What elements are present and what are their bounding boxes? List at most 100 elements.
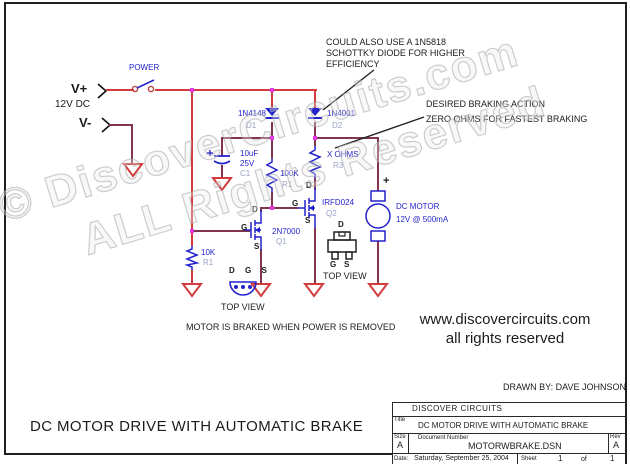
c1-ref: C1 xyxy=(240,169,251,178)
dpak-package-icon xyxy=(327,231,357,260)
wire-segment xyxy=(377,240,379,283)
wire-segment xyxy=(314,90,316,108)
schottky-note-line1: COULD ALSO USE A 1N5818 xyxy=(326,37,447,47)
ground-symbol xyxy=(303,283,325,298)
titleblock-line xyxy=(408,433,409,453)
dc-motor-icon xyxy=(365,190,391,242)
junction-dot xyxy=(190,229,194,233)
to92-caption: TOP VIEW xyxy=(221,302,265,312)
dpak-caption: TOP VIEW xyxy=(323,271,367,281)
titleblock-sheet-num: 1 xyxy=(558,454,563,463)
d2-ref: D2 xyxy=(332,121,343,130)
r-brake-value: X OHMS xyxy=(327,150,359,159)
frame-left xyxy=(4,2,6,455)
titleblock-title: DC MOTOR DRIVE WITH AUTOMATIC BRAKE xyxy=(418,421,589,430)
mosfet-q1-icon xyxy=(244,210,262,250)
ground-symbol xyxy=(181,283,203,298)
schottky-note-line2: SCHOTTKY DIODE FOR HIGHER xyxy=(326,48,465,58)
dpak-pin-s: S xyxy=(344,260,350,269)
wire-segment xyxy=(377,138,379,194)
d1-ref: D1 xyxy=(246,121,257,130)
q1-pin-d: D xyxy=(252,205,258,214)
c1-value: 10uF xyxy=(240,149,259,158)
titleblock-line xyxy=(392,453,625,454)
wire-segment xyxy=(191,90,193,246)
wire-segment xyxy=(221,138,223,156)
frame-right xyxy=(625,2,627,464)
titleblock-of-label: of xyxy=(581,456,587,463)
titleblock-doc-label: Document Number xyxy=(418,435,469,441)
junction-dot xyxy=(270,136,274,140)
mosfet-q2-icon xyxy=(298,188,316,228)
r-pulldown-value: 10K xyxy=(201,248,216,257)
wire-segment xyxy=(260,249,262,283)
wire-segment xyxy=(314,138,316,146)
braking-note-line1: DESIRED BRAKING ACTION xyxy=(426,99,546,109)
resistor-pulldown-icon xyxy=(184,246,200,270)
r-brake-ref: R3 xyxy=(333,161,344,170)
wire-segment xyxy=(192,230,250,232)
dpak-pin-g: G xyxy=(330,260,337,269)
titleblock-rev: A xyxy=(613,440,620,450)
titleblock-date-label: Date: xyxy=(394,456,409,462)
wire-segment xyxy=(260,207,262,212)
diode-d2-icon xyxy=(308,108,322,119)
titleblock-sheet-label: Sheet xyxy=(521,456,537,462)
wire-segment xyxy=(155,89,317,91)
to92-pins-label: D G S xyxy=(229,266,271,275)
capacitor-c1-icon xyxy=(207,150,231,165)
wire-segment xyxy=(315,137,379,139)
wire-segment xyxy=(221,137,273,139)
junction-dot xyxy=(270,206,274,210)
titleblock-title-label: Title xyxy=(394,417,406,423)
frame-top xyxy=(4,2,626,4)
vplus-label: V+ xyxy=(71,81,88,96)
braking-note-line2: ZERO OHMS FOR FASTEST BRAKING xyxy=(426,114,588,124)
q1-ref: Q1 xyxy=(276,237,287,246)
schottky-note-line3: EFFICIENCY xyxy=(326,59,380,69)
wire-segment xyxy=(260,207,298,209)
q1-value: 2N7000 xyxy=(272,227,301,236)
drawn-by: DRAWN BY: DAVE JOHNSON xyxy=(503,382,627,392)
website-block: www.discovercircuits.com all rights rese… xyxy=(410,310,600,348)
q1-pin-g: G xyxy=(241,223,248,232)
frame-bottom xyxy=(4,453,393,455)
titleblock-rev-label: Rev xyxy=(610,434,621,440)
wire-segment xyxy=(271,122,273,138)
wire-segment xyxy=(221,165,223,178)
q2-pin-s: S xyxy=(305,216,311,225)
c1-voltage: 25V xyxy=(240,159,255,168)
wire-segment xyxy=(314,228,316,283)
r-pullup-value: 100K xyxy=(280,169,299,178)
wire-segment xyxy=(271,192,273,208)
website-line2: all rights reserved xyxy=(445,330,565,347)
titleblock-line xyxy=(392,402,393,464)
d2-value: 1N4001 xyxy=(327,109,356,118)
titleblock-line xyxy=(392,433,625,434)
wire-segment xyxy=(271,138,273,158)
vminus-label: V- xyxy=(79,115,92,130)
ground-symbol xyxy=(250,283,272,298)
titleblock-line xyxy=(608,433,609,453)
website-line1: www.discovercircuits.com xyxy=(419,311,591,328)
q1-pin-s: S xyxy=(254,242,260,251)
motor-rating: 12V @ 500mA xyxy=(396,215,449,224)
titleblock-doc: MOTORWBRAKE.DSN xyxy=(468,441,562,451)
r-pullup-ref: R1 xyxy=(282,180,293,189)
ground-symbol xyxy=(367,283,389,298)
q2-pin-d: D xyxy=(306,181,312,190)
r-pulldown-ref: R1 xyxy=(203,258,214,267)
vplus-port-icon xyxy=(97,83,108,99)
wire-segment xyxy=(191,270,193,284)
wire-segment xyxy=(314,122,316,138)
page-title: DC MOTOR DRIVE WITH AUTOMATIC BRAKE xyxy=(30,418,364,435)
junction-dot xyxy=(270,88,274,92)
titleblock-line xyxy=(392,416,625,417)
supply-label: 12V DC xyxy=(55,99,91,110)
titleblock-sheet-total: 1 xyxy=(610,454,615,463)
titleblock-date: Saturday, September 25, 2004 xyxy=(414,455,509,462)
wire-segment xyxy=(131,124,133,164)
motor-brake-note: MOTOR IS BRAKED WHEN POWER IS REMOVED xyxy=(186,322,396,332)
d1-value: 1N4148 xyxy=(237,109,266,118)
